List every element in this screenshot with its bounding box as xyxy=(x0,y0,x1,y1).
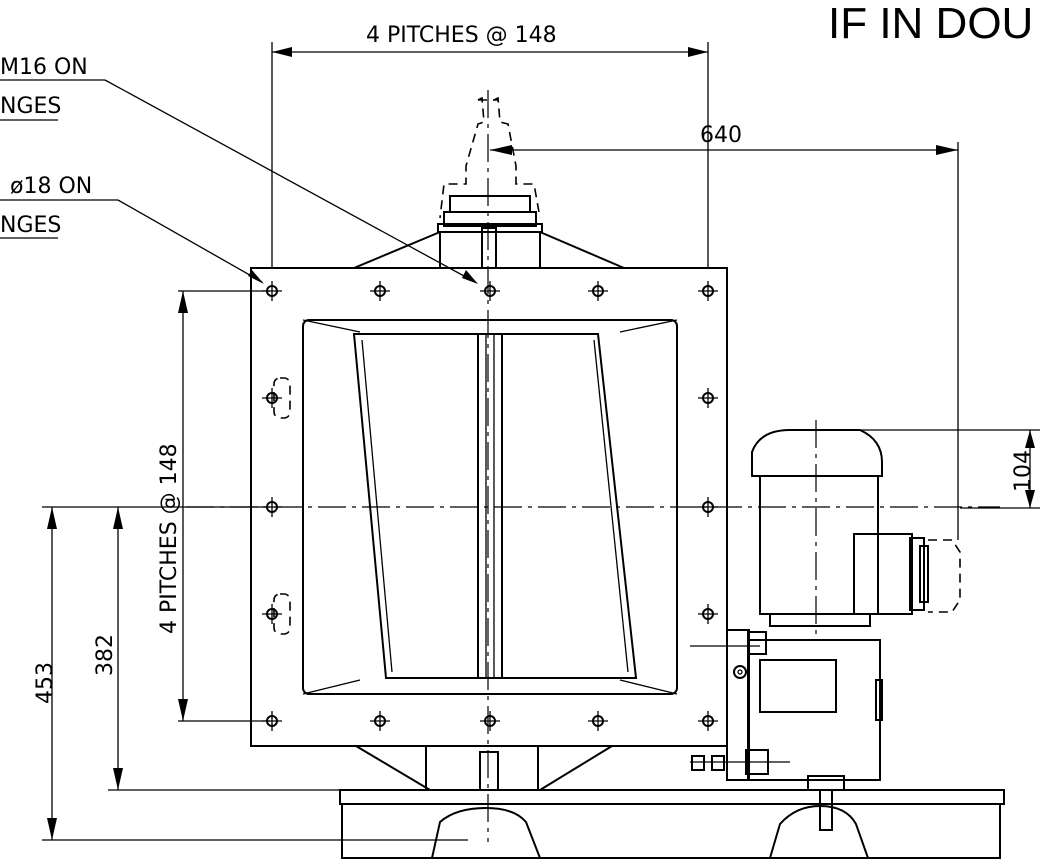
note-tapped-line2: NGES xyxy=(0,94,61,119)
dim-top-pitches: 4 PITCHES @ 148 xyxy=(366,23,557,48)
throat-bevels xyxy=(302,319,678,695)
dim-left-pitches: 4 PITCHES @ 148 xyxy=(157,443,182,634)
note-holes-line2: NGES xyxy=(0,213,61,238)
drive-motor xyxy=(747,429,961,831)
dim-104-line xyxy=(860,429,1040,509)
corner-note: IF IN DOU xyxy=(828,0,1033,48)
hoppers xyxy=(353,231,625,791)
dim-382: 382 xyxy=(93,634,118,676)
center-lines xyxy=(186,90,1000,842)
dim-left-line xyxy=(178,290,270,722)
dim-top-line xyxy=(271,42,709,268)
bolt-holes xyxy=(262,281,718,731)
dim-453: 453 xyxy=(33,662,58,704)
side-lug xyxy=(273,377,291,419)
dim-640: 640 xyxy=(700,123,742,148)
top-shaft xyxy=(437,96,543,269)
note-tapped-line1: M16 ON xyxy=(0,55,88,80)
dim-104: 104 xyxy=(1011,450,1036,492)
side-lug xyxy=(273,593,291,635)
motor-bracket xyxy=(690,629,790,781)
rotor-vanes xyxy=(352,333,638,679)
valve-throat xyxy=(302,319,678,695)
note-holes-line1: ø18 ON xyxy=(10,174,92,199)
dim-640-line xyxy=(490,142,959,540)
dim-height-lines xyxy=(42,506,468,841)
base-frame xyxy=(339,789,1005,859)
leader-notes xyxy=(0,79,478,284)
